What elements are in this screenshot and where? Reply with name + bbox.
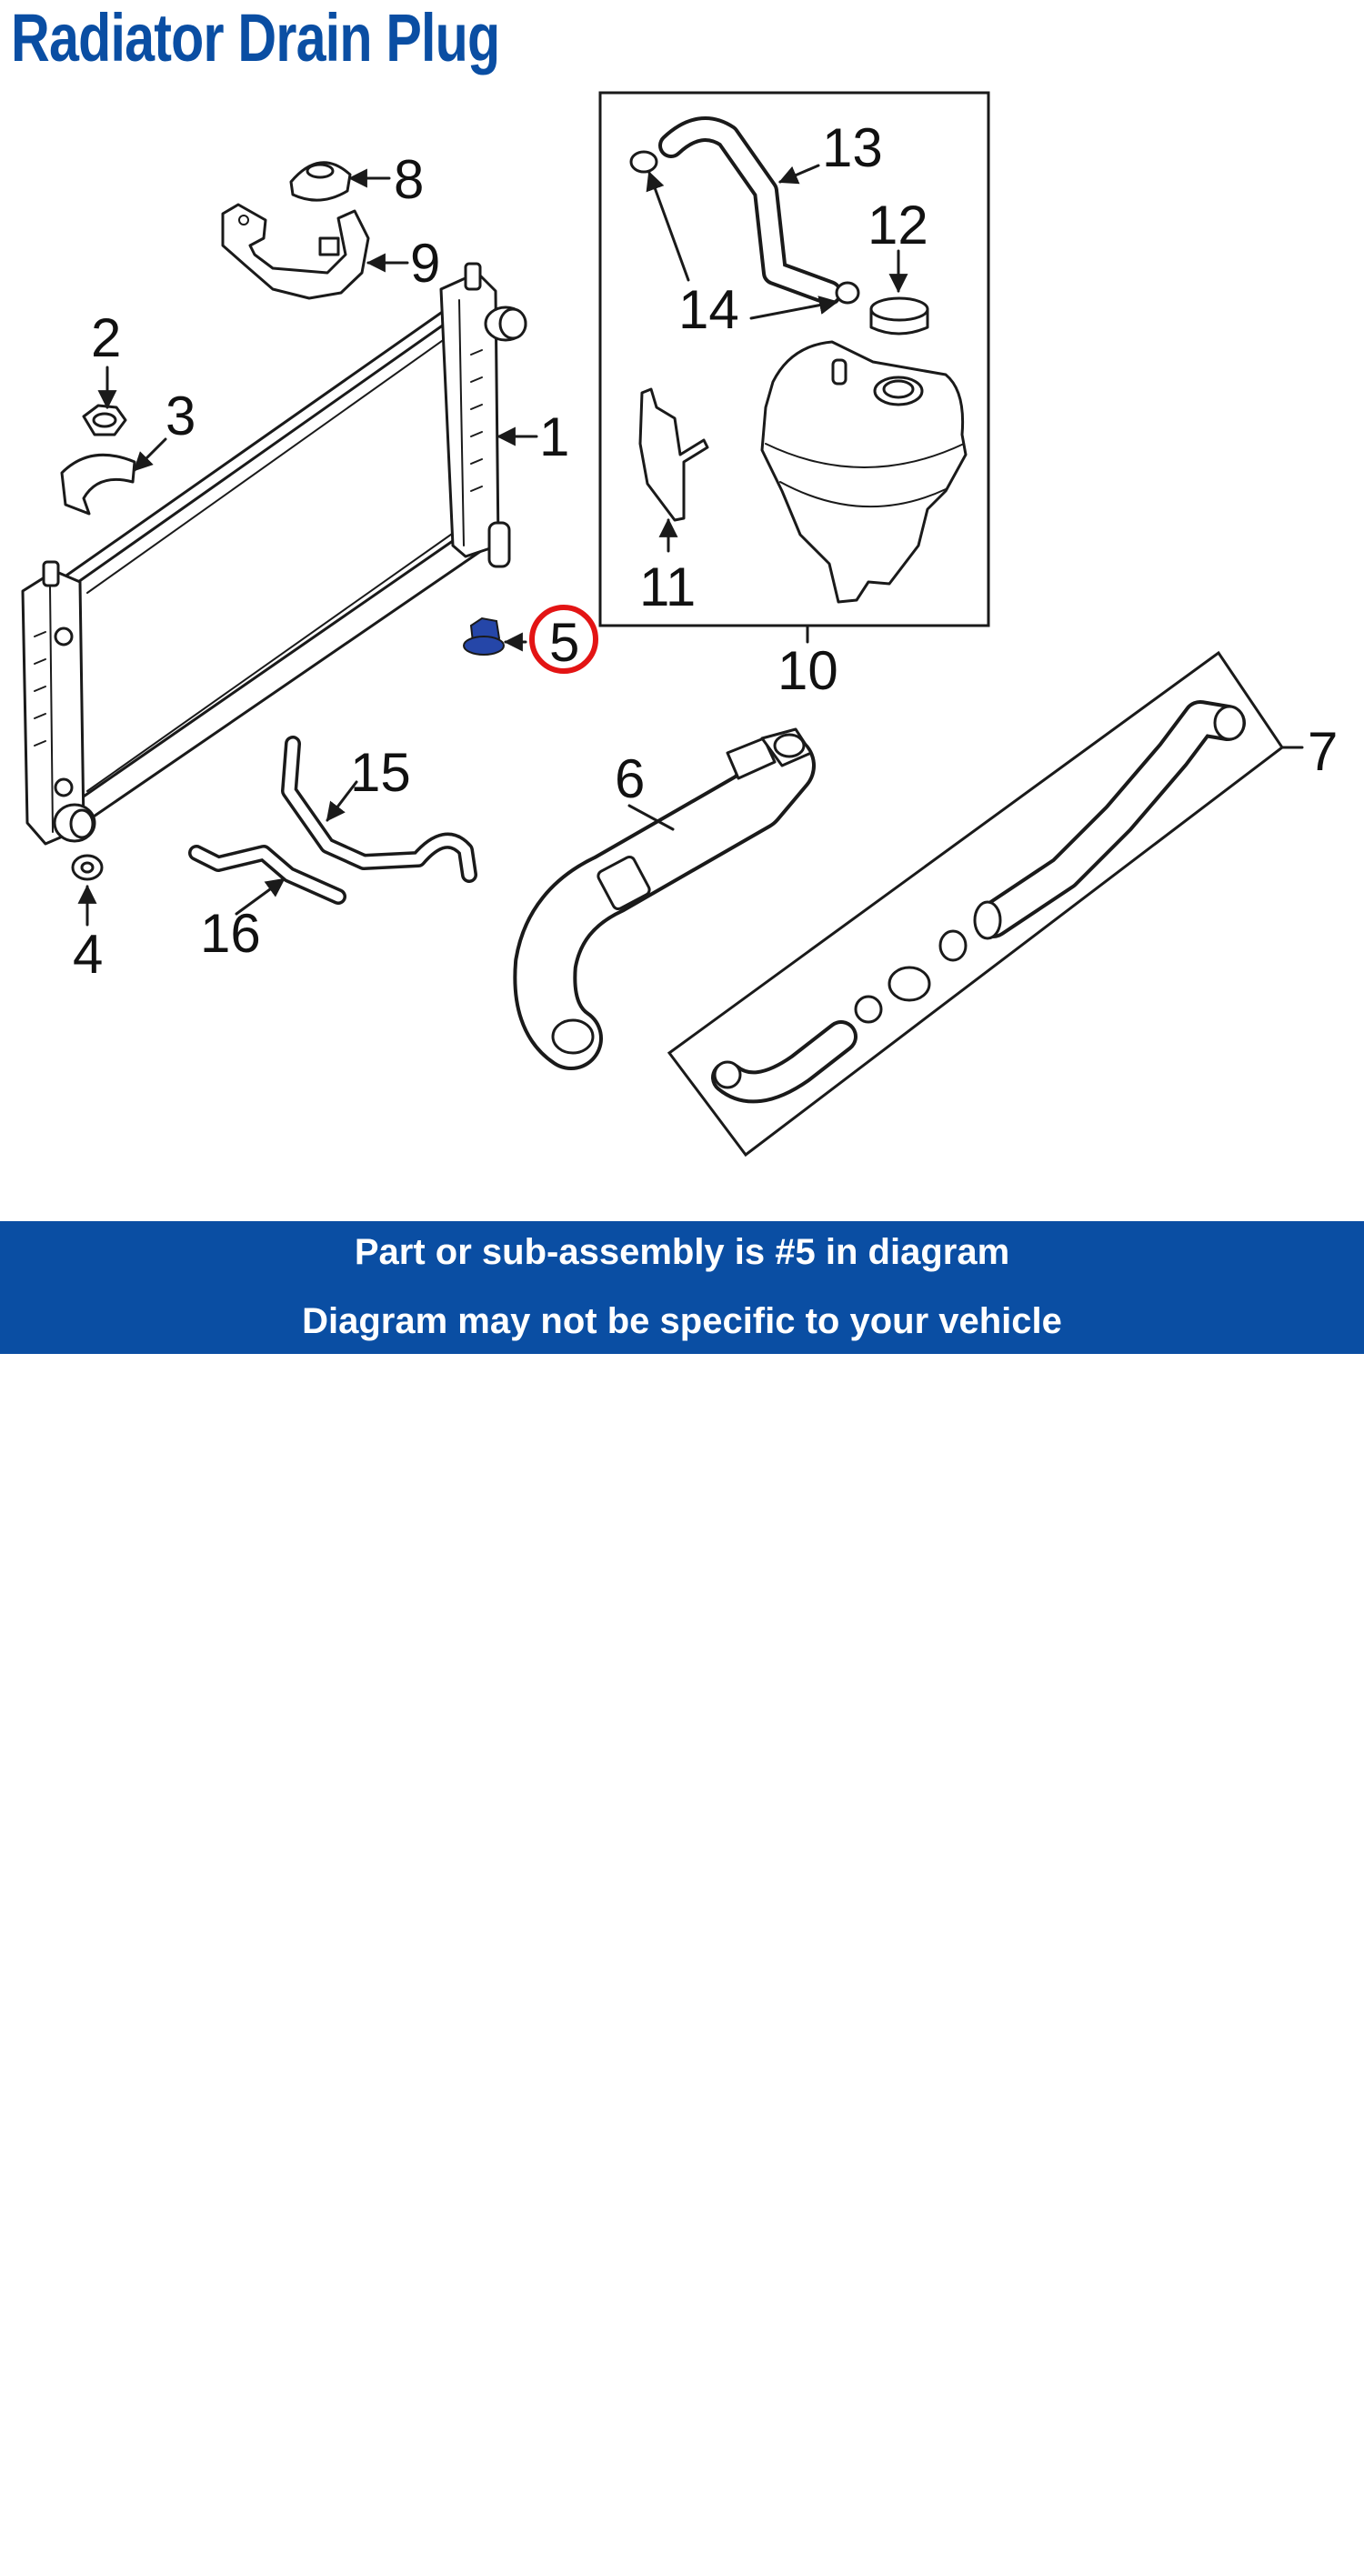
- callout-12: 12: [868, 195, 928, 256]
- callout-1: 1: [539, 406, 569, 467]
- callout-15: 15: [350, 742, 411, 803]
- callout-3: 3: [165, 386, 196, 446]
- callout-labels: 1 2 3 4 5 6 7 8 9 10 11 12 13 14 15 16: [73, 117, 1338, 985]
- callout-7: 7: [1308, 721, 1338, 782]
- callout-10: 10: [777, 640, 838, 701]
- callout-16: 16: [200, 903, 261, 964]
- insulator: [60, 453, 136, 516]
- leader-arrows: [77, 164, 908, 927]
- nut: [82, 404, 127, 436]
- callout-5: 5: [549, 612, 579, 673]
- watermark-logo: OAUTOO: [40, 2484, 264, 2537]
- page-title: Radiator Drain Plug: [11, 0, 500, 75]
- callout-2: 2: [91, 307, 121, 368]
- drain-plug: [463, 616, 505, 656]
- callout-11: 11: [639, 556, 696, 617]
- washer: [71, 854, 104, 881]
- highlight-circle: [529, 605, 598, 674]
- upper-bracket: [221, 203, 370, 300]
- lower-hose-kit: [667, 650, 1304, 1158]
- footer-banner: OAUTOO Part or sub-assembly is #5 in dia…: [0, 1221, 1364, 2576]
- callout-4: 4: [73, 924, 103, 985]
- parts-diagram: 1 2 3 4 5 6 7 8 9 10 11 12 13 14 15 16: [21, 91, 1338, 1158]
- callout-9: 9: [410, 233, 440, 294]
- small-hoses: [188, 736, 477, 905]
- callout-14: 14: [678, 279, 739, 340]
- upper-hose: [513, 727, 816, 1070]
- callout-8: 8: [394, 149, 424, 210]
- footer-note-part-number: Part or sub-assembly is #5 in diagram: [354, 1232, 1010, 1272]
- radiator: [21, 262, 527, 846]
- footer-note-disclaimer: Diagram may not be specific to your vehi…: [302, 1301, 1062, 1341]
- radiator-cap: [289, 161, 352, 202]
- callout-6: 6: [615, 748, 645, 809]
- callout-13: 13: [822, 117, 883, 178]
- reservoir-assembly: [598, 91, 990, 644]
